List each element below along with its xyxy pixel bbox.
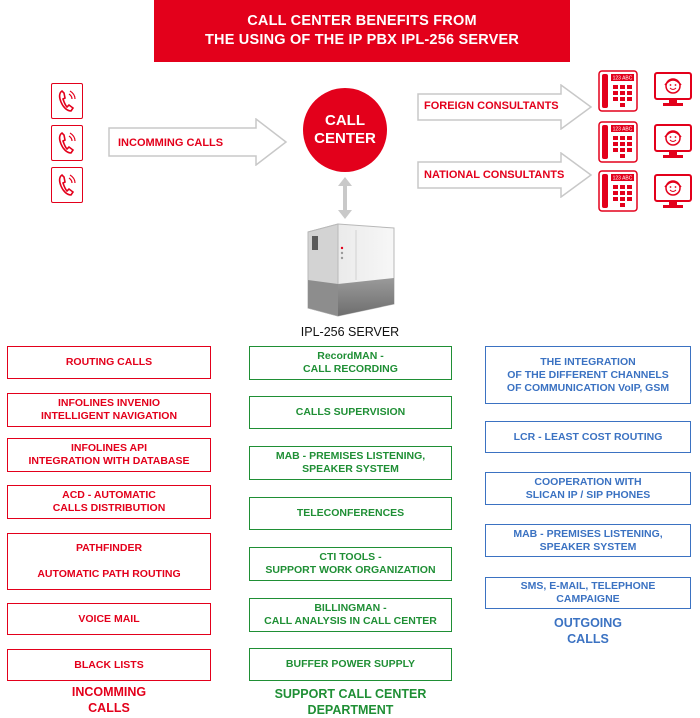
- item-line-1: CTI TOOLS -: [319, 551, 382, 563]
- handset-icon: [51, 167, 83, 203]
- national-consultants-label: NATIONAL CONSULTANTS: [424, 169, 565, 181]
- title-line-2: DEPARTMENT: [307, 703, 394, 717]
- item-line-2: CAMPAIGNE: [556, 593, 620, 605]
- list-item: INFOLINES API INTEGRATION WITH DATABASE: [7, 438, 211, 472]
- foreign-consultants-label: FOREIGN CONSULTANTS: [424, 100, 559, 112]
- item-line-2: INTELLIGENT NAVIGATION: [40, 410, 178, 422]
- item-line-1: SMS, E-MAIL, TELEPHONE: [520, 580, 656, 592]
- outgoing-calls-title: OUTGOING CALLS: [485, 615, 691, 647]
- item-line-1: CALLS SUPERVISION: [295, 406, 406, 418]
- title-line-2: CALLS: [88, 701, 130, 715]
- list-item: ROUTING CALLS: [7, 346, 211, 379]
- server-label: IPL-256 SERVER: [300, 325, 400, 339]
- bidirectional-arrow: [338, 177, 352, 219]
- title-line-1: OUTGOING: [553, 616, 623, 630]
- list-item: PATHFINDER AUTOMATIC PATH ROUTING: [7, 533, 211, 590]
- item-line-2: OF THE DIFFERENT CHANNELS: [507, 368, 669, 381]
- call-center-line-2: CENTER: [314, 130, 376, 147]
- desk-phone-icon: 123 ABC: [598, 121, 638, 163]
- item-line-2: CALLS DISTRIBUTION: [52, 502, 166, 514]
- handset-icon: [51, 83, 83, 119]
- item-line-1: MAB - PREMISES LISTENING,: [275, 450, 426, 462]
- desk-phone-icon: 123 ABC: [598, 170, 638, 212]
- list-item: THE INTEGRATION OF THE DIFFERENT CHANNEL…: [485, 346, 691, 404]
- item-line-2: INTEGRATION WITH DATABASE: [28, 455, 190, 467]
- national-arrow: [417, 152, 593, 198]
- item-line-1: INFOLINES INVENIO: [57, 397, 161, 409]
- item-line-2: SLICAN IP / SIP PHONES: [525, 488, 651, 501]
- title-banner: CALL CENTER BENEFITS FROM THE USING OF T…: [154, 0, 570, 62]
- title-line-1: INCOMMING: [71, 685, 147, 699]
- item-line-1: MAB - PREMISES LISTENING,: [513, 527, 663, 540]
- item-line-1: COOPERATION WITH: [534, 475, 642, 488]
- item-line-1: ROUTING CALLS: [65, 356, 153, 368]
- svg-text:123 ABC: 123 ABC: [613, 127, 633, 133]
- item-line-1: THE INTEGRATION: [540, 355, 636, 368]
- svg-text:123 ABC: 123 ABC: [613, 176, 633, 182]
- list-item: VOICE MAIL: [7, 603, 211, 635]
- list-item: COOPERATION WITH SLICAN IP / SIP PHONES: [485, 472, 691, 505]
- list-item: BUFFER POWER SUPPLY: [249, 648, 452, 681]
- item-line-1: BLACK LISTS: [74, 658, 144, 671]
- title-line-2: CALLS: [567, 632, 609, 646]
- list-item: MAB - PREMISES LISTENING, SPEAKER SYSTEM: [485, 524, 691, 557]
- call-center-line-1: CALL: [325, 112, 365, 129]
- foreign-arrow: [417, 84, 593, 130]
- server-icon: [307, 223, 395, 317]
- incoming-calls-label: INCOMMING CALLS: [118, 137, 224, 149]
- call-center-circle: CALL CENTER: [303, 88, 387, 172]
- item-line-1: VOICE MAIL: [78, 612, 140, 625]
- list-item: MAB - PREMISES LISTENING, SPEAKER SYSTEM: [249, 446, 452, 480]
- item-line-1: RecordMAN -: [317, 350, 384, 362]
- handset-icon: [51, 125, 83, 161]
- item-line-2: SPEAKER SYSTEM: [539, 540, 637, 553]
- list-item: TELECONFERENCES: [249, 497, 452, 530]
- item-line-1: TELECONFERENCES: [296, 507, 405, 519]
- list-item: ACD - AUTOMATIC CALLS DISTRIBUTION: [7, 485, 211, 519]
- item-line-2: SPEAKER SYSTEM: [302, 463, 399, 475]
- list-item: BILLINGMAN - CALL ANALYSIS IN CALL CENTE…: [249, 598, 452, 632]
- list-item: INFOLINES INVENIO INTELLIGENT NAVIGATION: [7, 393, 211, 427]
- list-item: BLACK LISTS: [7, 649, 211, 681]
- item-line-1: ACD - AUTOMATIC: [62, 489, 156, 501]
- item-line-2: SUPPORT WORK ORGANIZATION: [265, 564, 436, 576]
- title-line-1: SUPPORT CALL CENTER: [274, 687, 427, 701]
- item-line-1: INFOLINES API: [70, 442, 148, 454]
- consultant-monitor-icon: [654, 174, 692, 210]
- consultant-monitor-icon: [654, 72, 692, 108]
- item-line-2: AUTOMATIC PATH ROUTING: [37, 568, 181, 580]
- item-line-1: BILLINGMAN -: [314, 602, 387, 614]
- list-item: CTI TOOLS - SUPPORT WORK ORGANIZATION: [249, 547, 452, 581]
- incoming-calls-title: INCOMMING CALLS: [7, 684, 211, 716]
- incoming-arrow: [108, 118, 288, 166]
- item-line-1: PATHFINDER: [75, 542, 143, 554]
- support-department-title: SUPPORT CALL CENTER DEPARTMENT: [249, 686, 452, 718]
- desk-phone-icon: 123 ABC: [598, 70, 638, 112]
- item-line-2: CALL ANALYSIS IN CALL CENTER: [264, 615, 437, 627]
- item-line-2: CALL RECORDING: [303, 363, 398, 375]
- consultant-monitor-icon: [654, 124, 692, 160]
- item-line-1: LCR - LEAST COST ROUTING: [513, 430, 663, 443]
- item-line-3: OF COMMUNICATION VoIP, GSM: [506, 381, 670, 394]
- svg-text:123 ABC: 123 ABC: [613, 76, 633, 82]
- list-item: CALLS SUPERVISION: [249, 396, 452, 429]
- list-item: SMS, E-MAIL, TELEPHONE CAMPAIGNE: [485, 577, 691, 609]
- title-line-2: THE USING OF THE IP PBX IPL-256 SERVER: [204, 32, 520, 48]
- list-item: RecordMAN - CALL RECORDING: [249, 346, 452, 380]
- item-line-1: BUFFER POWER SUPPLY: [285, 658, 416, 670]
- list-item: LCR - LEAST COST ROUTING: [485, 421, 691, 453]
- title-line-1: CALL CENTER BENEFITS FROM: [247, 13, 477, 29]
